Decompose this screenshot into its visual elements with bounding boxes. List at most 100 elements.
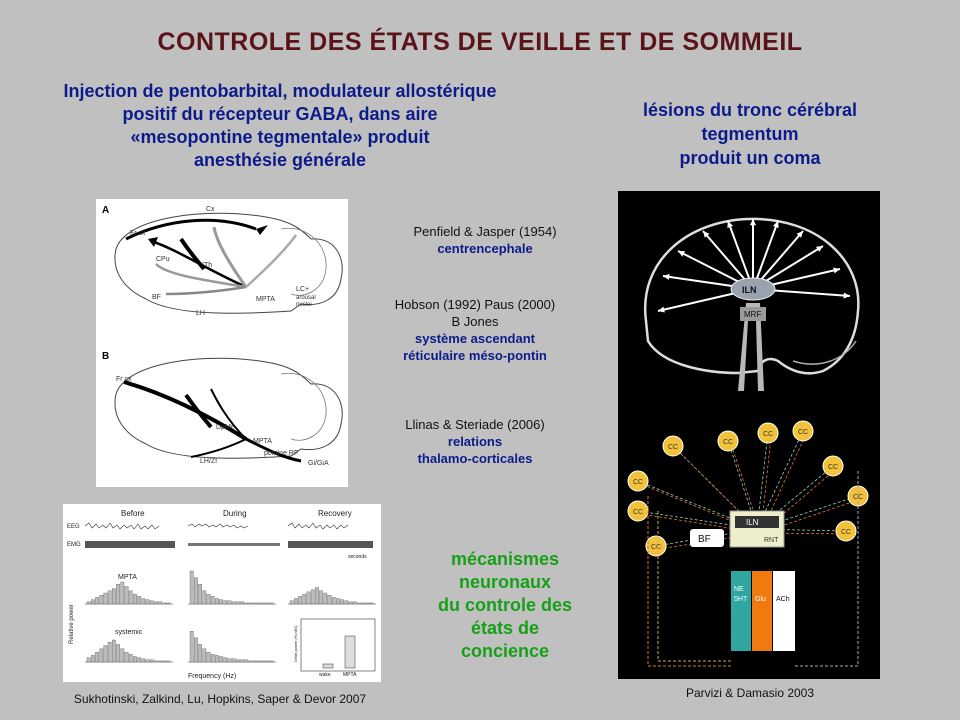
mechanisms-text: mécanismes neuronaux du controle des éta… xyxy=(400,548,610,663)
bar-5ht-label: 5HT xyxy=(734,596,748,603)
right-heading-line: tegmentum xyxy=(701,124,799,144)
hist-bar xyxy=(145,599,150,605)
hist-bar xyxy=(124,586,129,605)
hist-bar xyxy=(128,590,133,605)
hist-bar xyxy=(261,660,265,663)
rat-brain-diagram: A Cx Fr cx CPu ITh BF LH MPTA LC+ arousa… xyxy=(102,205,343,467)
cc-node xyxy=(645,535,667,557)
hist-bar xyxy=(336,598,340,605)
label-lhzi: LH/ZI xyxy=(200,458,217,465)
xlabel-frequency: Frequency (Hz) xyxy=(188,673,236,680)
label-dpme: DpMe xyxy=(216,424,235,431)
eeg-figure: Before During Recovery EEG EMG seconds R… xyxy=(63,504,381,682)
row-eeg: EEG xyxy=(67,524,80,530)
hist-bar xyxy=(231,658,236,663)
right-heading-line: lésions du tronc cérébral xyxy=(642,100,858,120)
hist-bar xyxy=(107,642,112,663)
label-lc: LC+ xyxy=(296,286,309,293)
mechanisms-line: mécanismes xyxy=(450,549,560,569)
cc-node xyxy=(835,520,857,542)
hist-bar xyxy=(210,596,215,605)
hist-bar xyxy=(189,570,194,605)
hist-bar xyxy=(194,577,198,605)
hist-bar xyxy=(289,600,294,605)
inset-frame xyxy=(300,618,376,672)
hist-bar xyxy=(252,602,257,605)
label-ith: ITh xyxy=(202,262,212,269)
projection-arrow xyxy=(727,220,754,290)
hist-bar xyxy=(137,596,141,605)
right-heading-line: produit un coma xyxy=(679,148,821,168)
inset-bar-wake xyxy=(322,663,334,669)
hist-bar xyxy=(348,601,353,605)
hist-bar xyxy=(116,584,120,605)
hist-bar xyxy=(149,600,154,605)
arrow-head xyxy=(749,219,757,226)
inset-label-mpta: MPTA xyxy=(343,672,357,678)
mechanisms-line: états de xyxy=(470,618,540,638)
arrow-head xyxy=(772,221,779,228)
histogram-group xyxy=(85,570,376,663)
citation-left: Sukhotinski, Zalkind, Lu, Hopkins, Saper… xyxy=(73,692,367,706)
hist-bar xyxy=(158,660,162,663)
cc-label: CC xyxy=(763,431,773,438)
hist-bar xyxy=(298,596,302,605)
hist-bar xyxy=(198,584,202,605)
iln-node xyxy=(730,277,776,301)
cc-label: CC xyxy=(651,544,661,551)
hist-bar xyxy=(206,593,211,605)
hist-bar xyxy=(145,659,150,663)
arrow-head xyxy=(833,267,840,274)
left-heading-line: positif du récepteur GABA, dans aire xyxy=(122,104,438,124)
hist-bar xyxy=(257,660,261,663)
mrf-label: MRF xyxy=(744,310,761,319)
hist-bar xyxy=(223,657,228,663)
plot-label-systemic: systemic xyxy=(115,629,143,636)
hist-bar xyxy=(107,590,112,605)
hist-bar xyxy=(319,590,323,605)
col-before: Before xyxy=(121,509,145,518)
bf-box xyxy=(690,529,724,547)
hist-bar xyxy=(223,600,228,605)
cc-node xyxy=(757,422,779,444)
hist-bar xyxy=(261,602,265,605)
hist-bar xyxy=(248,660,253,663)
hist-bar xyxy=(257,602,261,605)
hist-bar xyxy=(128,654,133,663)
arrow-head xyxy=(816,246,823,252)
hist-bar xyxy=(315,587,319,605)
hist-bar xyxy=(116,644,120,663)
hist-bar xyxy=(137,657,141,663)
hist-bar xyxy=(120,581,125,605)
label-mpta: MPTA xyxy=(256,296,275,303)
hist-bar xyxy=(95,651,99,663)
hist-bar xyxy=(231,601,236,605)
cc-label: CC xyxy=(798,429,808,436)
hist-bar xyxy=(306,591,311,605)
row-emg: EMG xyxy=(67,542,81,548)
cc-label: CC xyxy=(723,439,733,446)
iln-label: ILN xyxy=(742,285,757,295)
cc-node xyxy=(627,470,649,492)
reference-authors-2: B Jones xyxy=(451,314,499,329)
hist-bar xyxy=(219,656,223,663)
hist-bar xyxy=(103,645,108,663)
bar-ne-label: NE xyxy=(734,586,744,593)
bar-ach-label: ACh xyxy=(776,596,790,603)
hist-bar xyxy=(331,597,336,605)
arrow-head xyxy=(796,231,803,238)
arrow-head xyxy=(727,221,734,228)
cc-node xyxy=(662,435,684,457)
hist-bar xyxy=(120,648,125,663)
hist-bar xyxy=(369,602,374,605)
arrow-head xyxy=(678,251,685,257)
col-recovery: Recovery xyxy=(318,509,352,518)
hist-bar xyxy=(189,631,194,663)
cc-node xyxy=(792,420,814,442)
hist-bar xyxy=(141,658,146,663)
label-fr-cx: Fr cx xyxy=(130,230,146,237)
hist-bar xyxy=(252,660,257,663)
reference-authors: Penfield & Jasper (1954) xyxy=(413,224,557,239)
